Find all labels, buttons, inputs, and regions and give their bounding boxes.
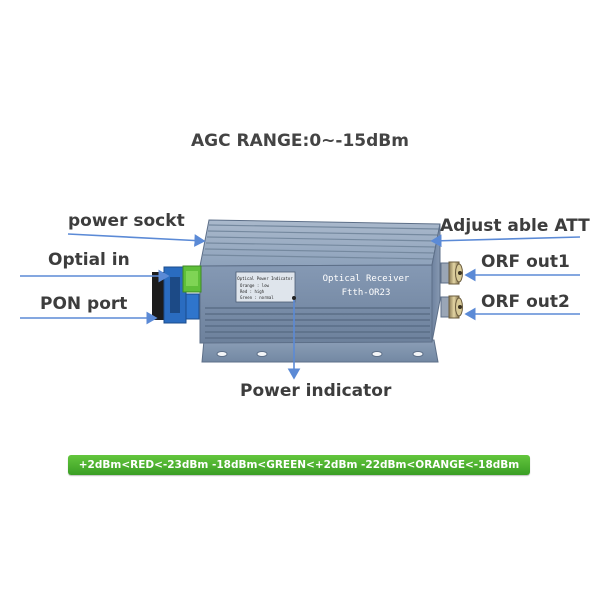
led-icon: [292, 296, 296, 300]
indicator-row-red: Red : high: [240, 289, 265, 294]
indicator-panel-title: Optical Power Indicator: [237, 276, 293, 281]
optical-in-label: Optial in: [48, 250, 130, 270]
rf-connector-out2-icon: [440, 295, 463, 319]
device-model: Ftth-OR23: [342, 288, 391, 298]
orf-out2-label: ORF out2: [481, 292, 570, 312]
orf-out1-label: ORF out1: [481, 252, 570, 272]
top-fins: [202, 224, 440, 260]
mounting-flange: [201, 339, 439, 363]
adjustable-att-arrow: [430, 234, 581, 248]
indicator-panel: [235, 271, 296, 303]
adjustable-att-label: Adjust able ATT: [440, 216, 590, 236]
agc-range-heading: AGC RANGE:0~-15dBm: [191, 131, 409, 151]
device-title: Optical Receiver: [323, 274, 410, 284]
front-fins: [205, 307, 430, 339]
power-socket-arrow: [67, 233, 206, 247]
power-socket-label: power sockt: [68, 211, 185, 231]
rf-connector-out1-icon: [440, 261, 463, 285]
indicator-row-orange: Orange : low: [240, 283, 269, 288]
power-indicator-label: Power indicator: [240, 381, 392, 401]
pon-port-label: PON port: [40, 294, 128, 314]
power-range-banner: +2dBm<RED<-23dBm -18dBm<GREEN<+2dBm -22d…: [68, 455, 530, 475]
indicator-row-green: Green : normal: [240, 295, 274, 300]
pon-connector-icon: [152, 265, 202, 324]
